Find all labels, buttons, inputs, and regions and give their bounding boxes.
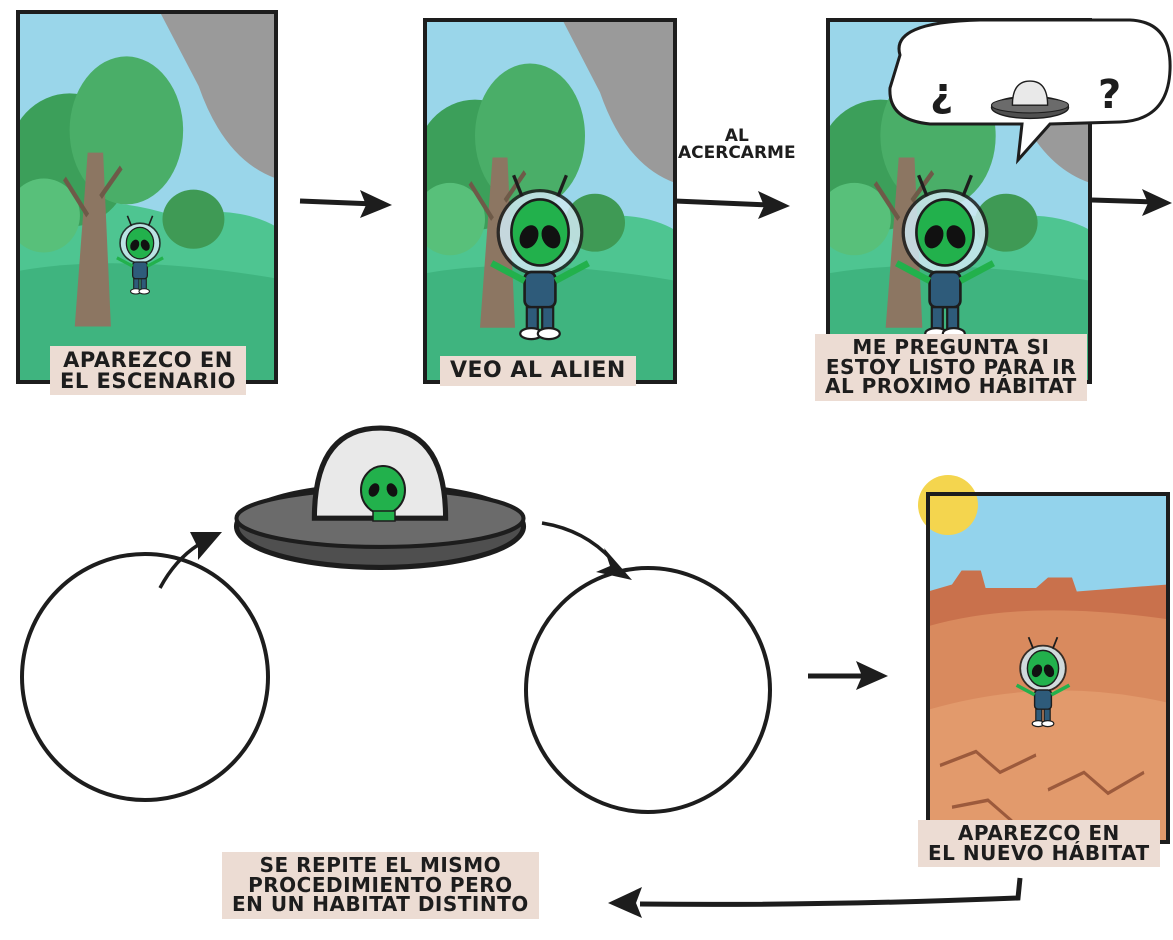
desert-circle [526, 568, 770, 812]
arrow-icon [160, 532, 222, 588]
question-open-mark: ¿ [930, 70, 953, 116]
caption-line: AL PROXIMO HÁBITAT [825, 377, 1077, 397]
panel-new-habitat [918, 475, 1168, 842]
arrow-icon [1092, 189, 1172, 216]
panel-see-alien [415, 20, 675, 382]
caption-line: EL NUEVO HÁBITAT [928, 844, 1150, 864]
caption-line: EL ESCENARIO [60, 371, 236, 392]
panel-forest-appear [8, 12, 276, 382]
caption-step-new-habitat: APAREZCO EN EL NUEVO HÁBITAT [918, 820, 1160, 867]
caption-line: EN UN HABITAT DISTINTO [232, 895, 529, 915]
caption-line: VEO AL ALIEN [450, 360, 626, 382]
alien-icon [361, 466, 405, 514]
caption-line: APAREZCO EN [60, 350, 236, 371]
arrow-icon [808, 661, 888, 690]
ufo-icon [237, 428, 524, 567]
caption-step-repeat: SE REPITE EL MISMO PROCEDIMIENTO PERO EN… [222, 852, 539, 919]
arrow-note-line: ACERCARME [678, 145, 796, 162]
caption-step-appear: APAREZCO EN EL ESCENARIO [50, 346, 246, 395]
arrow-icon [300, 190, 392, 218]
caption-step-alien-asks: ME PREGUNTA SI ESTOY LISTO PARA IR AL PR… [815, 334, 1087, 401]
caption-step-see-alien: VEO AL ALIEN [440, 356, 636, 386]
forest-circle [12, 554, 268, 800]
arrow-note: AL ACERCARME [678, 128, 796, 162]
arrow-icon [675, 191, 790, 219]
arrow-icon [608, 878, 1020, 918]
question-close-mark: ? [1098, 72, 1121, 118]
